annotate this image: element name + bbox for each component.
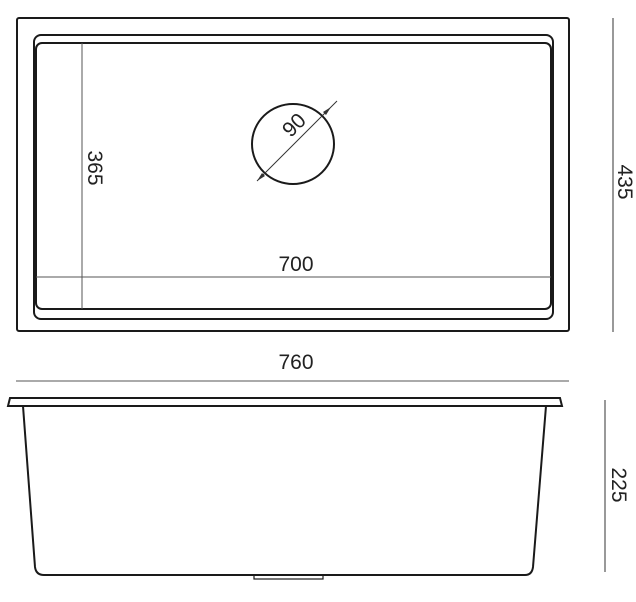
outer-rim [16,17,570,332]
dim-line-90 [256,100,338,182]
label-435: 435 [613,164,636,199]
label-90: 90 [278,109,311,142]
arrow-head [257,173,265,181]
arrow-head [323,107,331,115]
side-rim [6,397,564,407]
side-view [6,380,606,580]
top-view [16,17,614,332]
drain-hole [251,103,335,185]
drain-outlet [253,574,324,580]
inner-rim [33,34,554,320]
label-225: 225 [607,467,630,502]
label-700: 700 [278,253,313,276]
side-body [22,405,547,576]
bowl-edge [35,42,552,310]
label-760: 760 [278,351,313,374]
label-365: 365 [83,150,106,185]
